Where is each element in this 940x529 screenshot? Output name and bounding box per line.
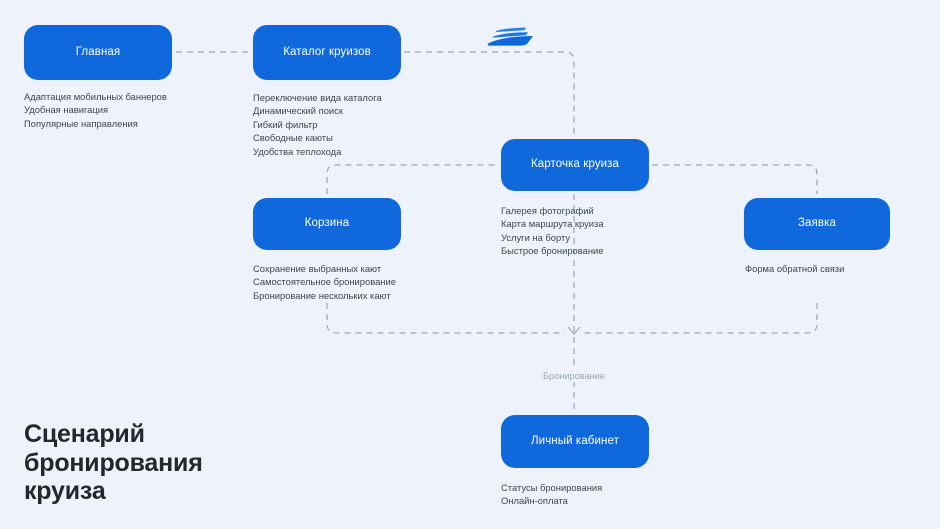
edge-catalog-card xyxy=(404,51,575,136)
node-home-label: Главная xyxy=(75,45,121,58)
node-request[interactable]: Заявка xyxy=(744,198,890,250)
node-request-label: Заявка xyxy=(798,217,836,230)
edge-label-booking: Бронирование xyxy=(538,370,610,382)
node-account-caption: Статусы бронирования Онлайн-оплата xyxy=(501,482,603,507)
edge-request-bottom xyxy=(583,303,818,334)
node-home[interactable]: Главная xyxy=(24,25,172,80)
node-cruise-card-label: Карточка круиза xyxy=(530,158,620,171)
node-catalog[interactable]: Каталог круизов xyxy=(253,25,401,80)
merge-arrow-icon xyxy=(567,326,581,335)
node-cruise-card-caption: Галерея фотографий Карта маршрута круиза… xyxy=(501,205,604,257)
node-account-label: Личный кабинет xyxy=(531,434,619,447)
ship-icon xyxy=(487,27,533,46)
node-cart[interactable]: Корзина xyxy=(253,198,401,250)
edge-cart-bottom xyxy=(326,303,565,334)
page-title: Сценарий бронирования круиза xyxy=(24,420,203,505)
node-catalog-caption: Переключение вида каталога Динамический … xyxy=(253,92,382,157)
node-cart-caption: Сохранение выбранных кают Самостоятельно… xyxy=(253,263,396,301)
node-cart-label: Корзина xyxy=(304,217,350,230)
edge-card-request xyxy=(652,164,818,194)
node-request-caption: Форма обратной связи xyxy=(745,263,845,274)
node-home-caption: Адаптация мобильных баннеров Удобная нав… xyxy=(24,91,167,129)
node-cruise-card[interactable]: Карточка круиза xyxy=(501,139,649,191)
node-catalog-label: Каталог круизов xyxy=(283,45,371,58)
node-account[interactable]: Личный кабинет xyxy=(501,415,649,468)
edge-cart-card xyxy=(326,164,497,194)
